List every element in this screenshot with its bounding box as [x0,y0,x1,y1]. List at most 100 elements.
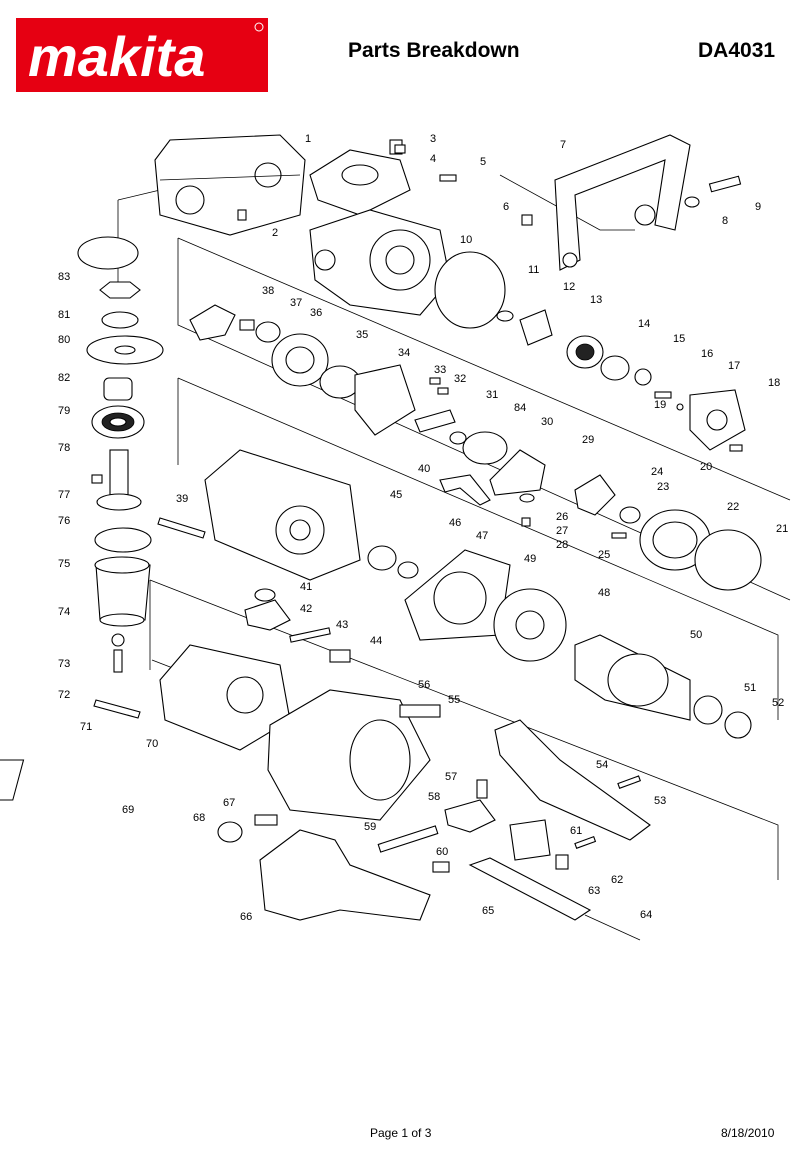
callout-78: 78 [58,442,70,454]
part-40-plate [439,474,491,506]
part-51-bearing [693,695,723,725]
callout-51: 51 [744,682,756,694]
callout-13: 13 [590,294,602,306]
part-61-switch [509,819,551,861]
part-6-clip [521,214,533,226]
part-16-ring [634,368,652,386]
callout-5: 5 [480,156,486,168]
part-78-bearing [91,405,145,439]
callout-15: 15 [673,333,685,345]
callout-10: 10 [460,234,472,246]
callout-75: 75 [58,558,70,570]
callout-80: 80 [58,334,70,346]
callout-39: 39 [176,493,188,505]
callout-40: 40 [418,463,430,475]
callout-21: 21 [776,523,788,535]
callout-52: 52 [772,697,784,709]
callout-2: 2 [272,227,278,239]
callout-32: 32 [454,373,466,385]
part-55-label [399,704,441,718]
callout-3: 3 [430,133,436,145]
footer-page-number: Page 1 of 3 [370,1126,432,1140]
callout-27: 27 [556,525,568,537]
callout-35: 35 [356,329,368,341]
part-74-chuck [94,556,151,627]
part-80-washer [101,311,139,329]
part-60-plug [432,861,450,873]
part-50-armature [574,634,691,721]
callout-41: 41 [300,581,312,593]
part-5-screw [439,174,457,182]
callout-28: 28 [556,539,568,551]
page-title: Parts Breakdown [348,39,520,62]
part-66-rear-housing [259,829,431,921]
part-12-washer [496,310,514,322]
part-24-hub [574,474,616,516]
callout-43: 43 [336,619,348,631]
part-19-pin [676,403,684,411]
callout-58: 58 [428,791,440,803]
callout-73: 73 [58,658,70,670]
part-27-screw [521,517,531,527]
part-83-ring [77,236,139,270]
part-2-screw [237,209,247,221]
callout-30: 30 [541,416,553,428]
part-37-spring [239,319,255,331]
callout-48: 48 [598,587,610,599]
callout-77: 77 [58,489,70,501]
part-plate [354,364,416,436]
part-44-brush [329,649,351,663]
part-77-key [91,474,103,484]
part-22-ring-gear [639,509,711,571]
part-7-side-handle [554,134,691,271]
part-43-spring [289,627,331,643]
callout-9: 9 [755,201,761,213]
model-number: DA4031 [698,39,776,62]
part-63-clamp [555,854,569,870]
callout-14: 14 [638,318,650,330]
part-10-gear-housing [309,209,451,316]
part-31-shaft [414,409,456,433]
callout-18: 18 [768,377,780,389]
logo-text: makita [28,25,205,88]
part-23-ring [619,506,641,524]
part-84-ring [449,431,467,445]
part-48-fan [493,588,567,662]
exploded-parts-diagram: 1 2 3 4 5 6 7 8 9 10 11 12 13 14 15 16 1… [0,133,791,941]
part-41-ring [254,588,276,602]
callout-11: 11 [528,264,539,276]
part-13-gear [519,309,553,346]
part-42-holder [244,599,291,631]
part-28-washer [519,493,535,503]
callout-45: 45 [390,489,402,501]
callout-65: 65 [482,905,494,917]
part-70-field [159,644,291,751]
callout-19: 19 [654,399,666,411]
part-3-screw [394,144,406,154]
callout-70: 70 [146,738,158,750]
callout-61: 61 [570,825,582,837]
callout-84: 84 [514,402,526,414]
part-29-bracket [489,449,546,496]
part-36-sleeve [255,321,281,343]
callout-34: 34 [398,347,410,359]
callout-4: 4 [430,153,436,165]
part-47-ring [397,561,419,579]
makita-logo: makita [16,18,268,92]
part-58-lock [444,799,496,833]
part-39-bolt [157,517,206,539]
callout-47: 47 [476,530,488,542]
part-75-seal [94,527,152,553]
part-62-screw [574,835,597,849]
part-72-bolt [113,649,123,673]
part-17-spring [654,391,672,399]
part-46-bearing [367,545,397,571]
part-21-gasket [694,529,762,591]
part-4-bearing-box [309,139,411,216]
part-56-housing [267,689,431,821]
callout-8: 8 [722,215,728,227]
callout-56: 56 [418,679,430,691]
callout-82: 82 [58,372,70,384]
callout-44: 44 [370,635,382,647]
callout-63: 63 [588,885,600,897]
